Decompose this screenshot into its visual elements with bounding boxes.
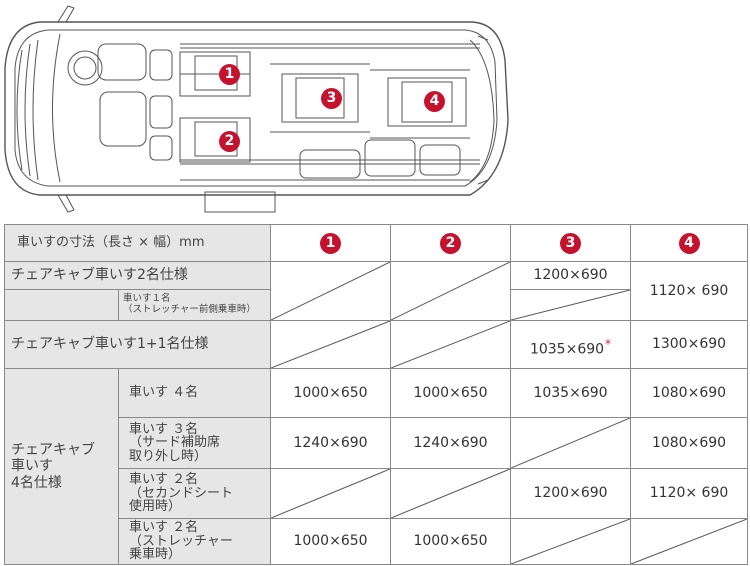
four-seat-r1-label: 車いす ４名 (118, 368, 271, 418)
four-seat-r2-c2: 1240×690 (390, 417, 511, 469)
two-seat-c4: 1120× 690 (630, 261, 748, 321)
four-seat-r1-c4: 1080×690 (630, 368, 748, 418)
col-header-3: 3 (510, 224, 631, 262)
four-seat-r3-c4: 1120× 690 (630, 468, 748, 519)
four-seat-r4-c4-empty (630, 518, 748, 565)
row-one-plus-one: チェアキャブ車いす1+1名仕様 1035×690* 1300×690 (4, 320, 748, 369)
row-label-one-plus-one: チェアキャブ車いす1+1名仕様 (4, 320, 271, 369)
slash-mark (391, 262, 510, 320)
slash-mark (391, 321, 510, 368)
row-two-seat-sub: 車いす１名 （ストレッチャー前側乗車時） (4, 289, 748, 321)
two-seat-sub-c3-empty (510, 289, 631, 321)
slash-mark (511, 519, 630, 564)
four-seat-r3-c3: 1200×690 (510, 468, 631, 519)
row-two-seat: チェアキャブ車いす2名仕様 1200×690 1120× 690 (4, 261, 748, 321)
row-four-seat-2: 車いす ３名 （サード補助席 取り外し時） 1240×690 1240×690 … (5, 417, 748, 469)
wheelchair-dimension-table: 車いすの寸法（長さ × 幅）mm 1 2 3 4 チェアキャブ車いす2名仕様 1… (4, 224, 748, 565)
row-label-two-seat: チェアキャブ車いす2名仕様 (4, 261, 271, 290)
two-seat-sub-spacer (4, 289, 119, 321)
four-seat-r3-label: 車いす ２名 （セカンドシート 使用時） (118, 468, 271, 519)
four-seat-r1-c2: 1000×650 (390, 368, 511, 418)
four-seat-r4-c3-empty (510, 518, 631, 565)
row-group-four-seat: チェアキャブ 車いす 4名仕様 (4, 368, 119, 565)
one-plus-one-c1-empty (270, 320, 391, 369)
four-seat-r2-c3-empty (510, 417, 631, 469)
slash-mark (511, 290, 630, 320)
row-label-two-seat-sub: 車いす１名 （ストレッチャー前側乗車時） (118, 289, 271, 321)
seat-marker-2: 2 (219, 131, 240, 152)
four-seat-r1-c1: 1000×650 (270, 368, 391, 418)
col-header-2: 2 (390, 224, 511, 262)
seat-marker-3: 3 (321, 88, 342, 109)
one-plus-one-c3: 1035×690* (510, 320, 631, 369)
four-seat-r4-label: 車いす ２名 （ストレッチャー 乗車時） (118, 518, 271, 565)
seat-marker-4: 4 (424, 91, 445, 112)
two-seat-c1-empty (270, 261, 391, 321)
four-seat-r3-c2-empty (390, 468, 511, 519)
four-seat-r4-c2: 1000×650 (390, 518, 511, 565)
row-four-seat-4: 車いす ２名 （ストレッチャー 乗車時） 1000×650 1000×650 (5, 518, 748, 565)
col-header-4: 4 (630, 224, 748, 262)
van-floor-plan: 1 2 3 4 (0, 0, 750, 222)
four-seat-r2-label: 車いす ３名 （サード補助席 取り外し時） (118, 417, 271, 469)
slash-mark (271, 321, 390, 368)
four-seat-r4-c1: 1000×650 (270, 518, 391, 565)
slash-mark (271, 469, 390, 518)
four-seat-r2-c1: 1240×690 (270, 417, 391, 469)
four-seat-r1-c3: 1035×690 (510, 368, 631, 418)
four-seat-r3-c1-empty (270, 468, 391, 519)
row-four-seat-3: 車いす ２名 （セカンドシート 使用時） 1200×690 1120× 690 (5, 468, 748, 519)
slash-mark (271, 262, 390, 320)
van-outline-drawing (4, 5, 509, 213)
asterisk-note-mark: * (605, 336, 612, 351)
header-row: 車いすの寸法（長さ × 幅）mm 1 2 3 4 (4, 224, 748, 262)
one-plus-one-c2-empty (390, 320, 511, 369)
two-seat-c2-empty (390, 261, 511, 321)
two-seat-c3: 1200×690 (510, 261, 631, 290)
slash-mark (631, 519, 747, 564)
header-label: 車いすの寸法（長さ × 幅）mm (4, 224, 271, 262)
slash-mark (391, 469, 510, 518)
one-plus-one-c4: 1300×690 (630, 320, 748, 369)
seat-marker-1: 1 (219, 64, 240, 85)
four-seat-r2-c4: 1080×690 (630, 417, 748, 469)
col-header-1: 1 (270, 224, 391, 262)
slash-mark (511, 418, 630, 468)
row-four-seat-1: チェアキャブ 車いす 4名仕様 車いす ４名 1000×650 1000×650… (4, 368, 748, 565)
